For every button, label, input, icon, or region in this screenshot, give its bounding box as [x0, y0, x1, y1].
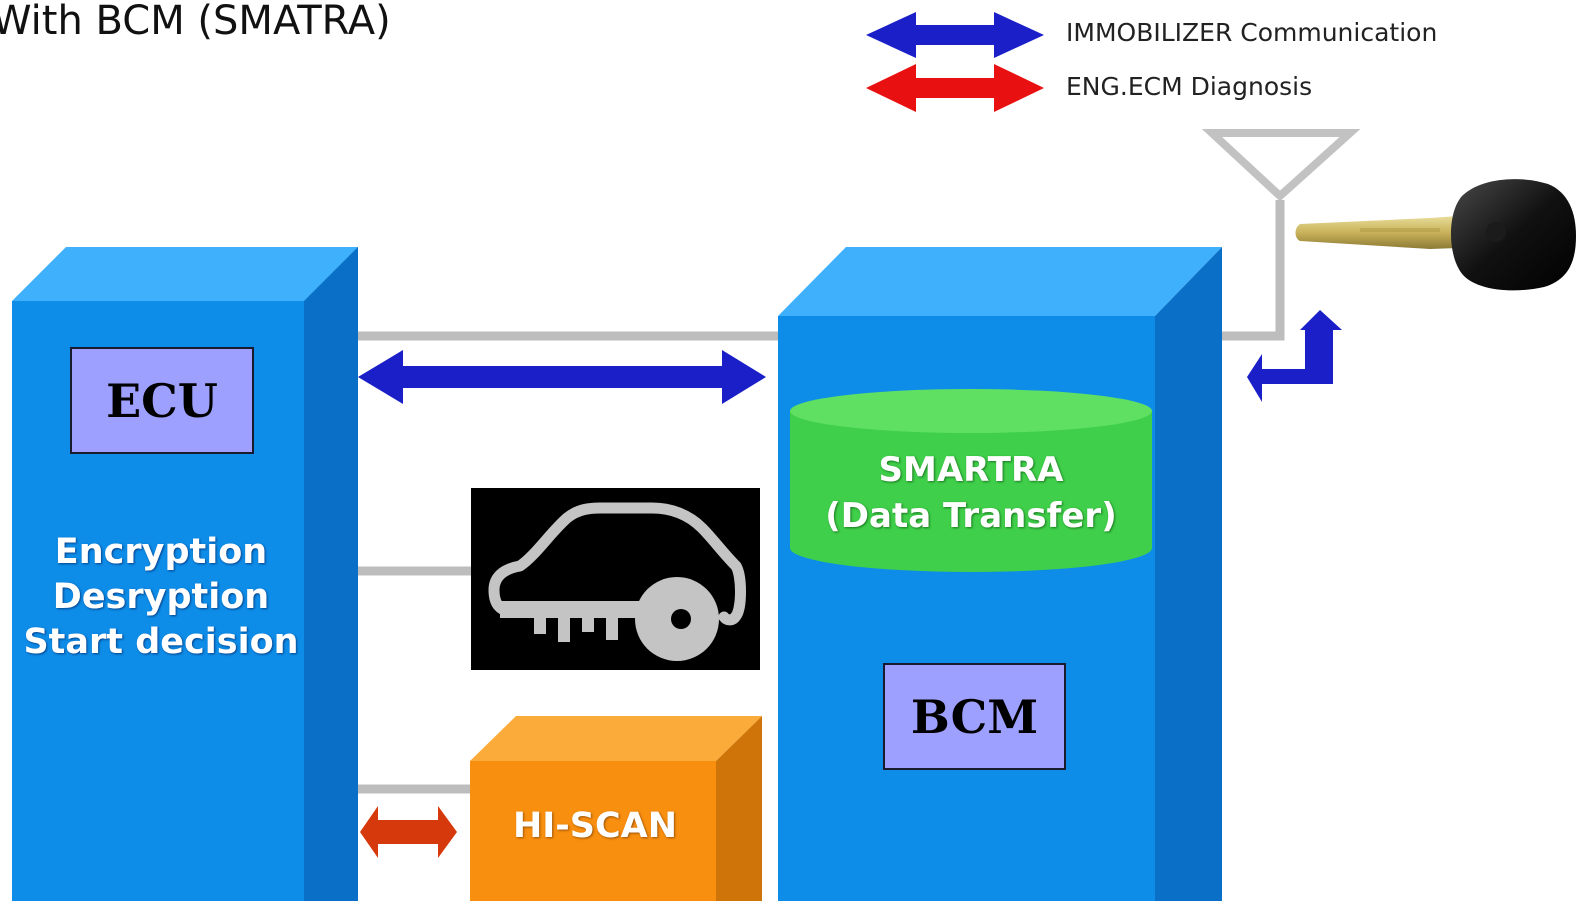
antenna-icon	[1201, 129, 1361, 202]
ecu-hiscan-diagnosis-arrow-icon	[360, 806, 457, 858]
legend-diagnosis-arrow-icon	[866, 64, 1044, 112]
ecu-label-box: ECU	[70, 347, 254, 454]
page-title: With BCM (SMATRA)	[0, 0, 391, 44]
ecu-functions-text: Encryption Desryption Start decision	[12, 530, 310, 665]
smartra-label: SMARTRA (Data Transfer)	[790, 447, 1152, 539]
legend-immobilizer-arrow-icon	[866, 12, 1044, 58]
ecu-bcm-communication-arrow-icon	[358, 350, 766, 404]
bus-lines	[355, 200, 1285, 794]
bcm-label-box: BCM	[883, 663, 1066, 770]
bcm-block	[778, 247, 1222, 901]
return-arrow-icon	[1247, 310, 1342, 402]
hiscan-block	[470, 716, 762, 901]
ecu-function-decryption: Desryption	[52, 577, 270, 617]
ecu-function-start-decision: Start decision	[23, 622, 299, 662]
smartra-subtitle: (Data Transfer)	[825, 496, 1117, 536]
legend-immobilizer-label: IMMOBILIZER Communication	[1066, 18, 1438, 47]
ecu-function-encryption: Encryption	[54, 532, 268, 572]
smartra-title: SMARTRA	[878, 450, 1064, 490]
smartra-cylinder	[790, 389, 1152, 572]
immobilizer-warning-lamp-icon	[471, 488, 760, 670]
car-key-icon	[1295, 179, 1576, 291]
legend-eng-ecm-label: ENG.ECM Diagnosis	[1066, 72, 1313, 101]
hiscan-label: HI-SCAN	[512, 806, 678, 846]
